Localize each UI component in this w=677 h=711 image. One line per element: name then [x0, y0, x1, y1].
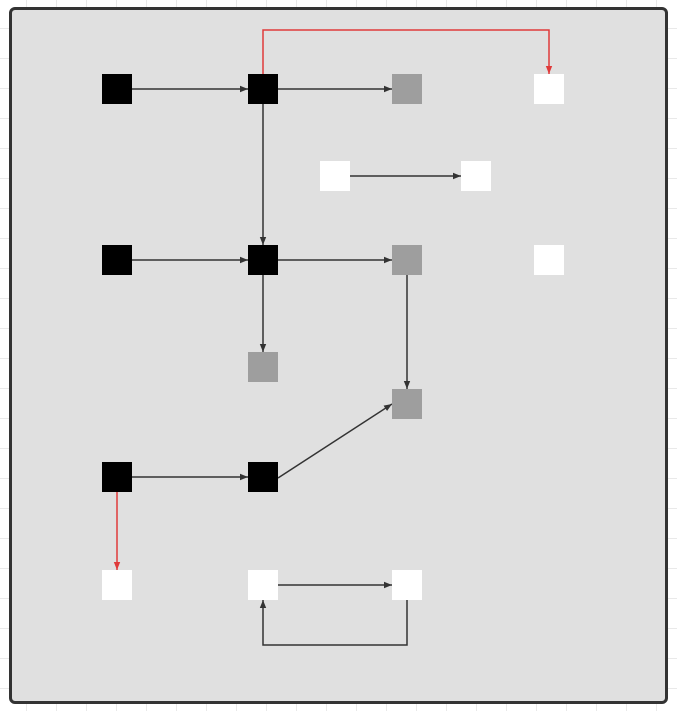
- node-i[interactable]: [392, 245, 422, 275]
- node-p[interactable]: [248, 570, 278, 600]
- node-n[interactable]: [248, 462, 278, 492]
- node-g[interactable]: [102, 245, 132, 275]
- node-k[interactable]: [248, 352, 278, 382]
- node-a[interactable]: [102, 74, 132, 104]
- node-b[interactable]: [248, 74, 278, 104]
- node-e[interactable]: [320, 161, 350, 191]
- node-l[interactable]: [392, 389, 422, 419]
- node-f[interactable]: [461, 161, 491, 191]
- edge-b-to-d[interactable]: [262, 29, 553, 74]
- node-o[interactable]: [102, 570, 132, 600]
- edge-n-to-l[interactable]: [277, 403, 393, 479]
- node-q[interactable]: [392, 570, 422, 600]
- node-m[interactable]: [102, 462, 132, 492]
- edge-q-to-p[interactable]: [259, 600, 408, 646]
- node-h[interactable]: [248, 245, 278, 275]
- node-j[interactable]: [534, 245, 564, 275]
- node-d[interactable]: [534, 74, 564, 104]
- node-c[interactable]: [392, 74, 422, 104]
